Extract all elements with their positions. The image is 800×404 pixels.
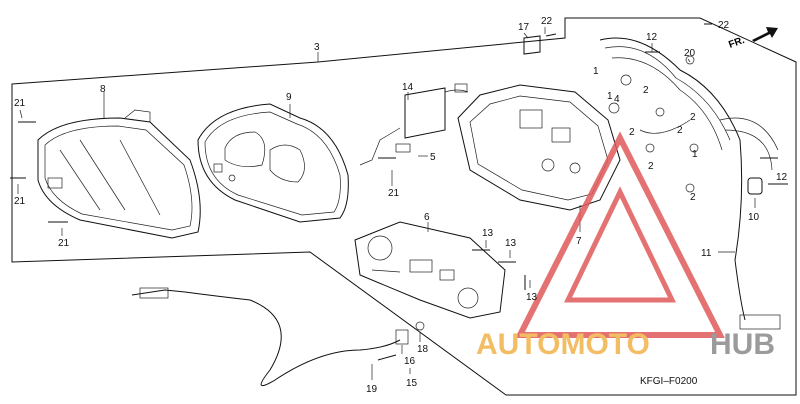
- screws: [10, 23, 788, 361]
- callout-4: 4: [614, 94, 620, 105]
- callout-3: 3: [314, 42, 320, 53]
- socket-bracket: [359, 83, 469, 166]
- callout-13: 13: [526, 292, 538, 303]
- front-label: FR.: [727, 35, 746, 51]
- front-arrow-icon: [752, 27, 778, 42]
- bracket-17: [523, 35, 541, 55]
- callout-2: 2: [629, 127, 635, 138]
- leader-lines: [17, 27, 756, 380]
- speedometer-cable: [131, 287, 425, 387]
- callout-labels: 1 1 1 2 2 2 2 2 2 3 4 5 6 7 8 9 10 11 12…: [14, 16, 788, 395]
- callout-19: 19: [366, 384, 378, 395]
- meter-bezel: [197, 103, 349, 223]
- meter-lens-cover: [37, 109, 201, 239]
- callout-15: 15: [406, 378, 418, 389]
- callout-7: 7: [576, 236, 582, 247]
- callout-21: 21: [14, 98, 26, 109]
- watermark-text-automoto: AUTOMOTO: [476, 328, 650, 361]
- callout-2: 2: [690, 192, 696, 203]
- callout-5: 5: [430, 152, 436, 163]
- grommet: [747, 177, 763, 195]
- callout-22: 22: [718, 20, 730, 31]
- front-direction-indicator: FR.: [727, 27, 778, 51]
- watermark-inner-triangle-icon: [564, 186, 676, 303]
- bulbs-and-sockets: [608, 55, 699, 193]
- callout-21: 21: [58, 238, 70, 249]
- callout-13: 13: [482, 228, 494, 239]
- callout-16: 16: [404, 356, 416, 367]
- watermark-logo: AUTOMOTO HUB: [476, 131, 775, 361]
- callout-1: 1: [593, 66, 599, 77]
- callout-17: 17: [518, 22, 530, 33]
- callout-2: 2: [677, 125, 683, 136]
- callout-14: 14: [402, 82, 414, 93]
- assembly-boundary: [11, 17, 797, 396]
- callout-1: 1: [607, 91, 613, 102]
- callout-9: 9: [286, 92, 292, 103]
- callout-12: 12: [776, 172, 788, 183]
- callout-20: 20: [684, 48, 696, 59]
- callout-2: 2: [690, 112, 696, 123]
- callout-21: 21: [14, 196, 26, 207]
- watermark-triangle-icon: [515, 131, 725, 338]
- callout-12: 12: [646, 32, 658, 43]
- watermark-text-hub: HUB: [710, 328, 775, 361]
- diagram-code: KFGI–F0200: [640, 376, 698, 387]
- wire-harness: [599, 37, 781, 330]
- callout-2: 2: [643, 85, 649, 96]
- callout-6: 6: [424, 212, 430, 223]
- callout-8: 8: [100, 84, 106, 95]
- callout-11: 11: [701, 248, 712, 259]
- callout-2: 2: [648, 161, 654, 172]
- callout-10: 10: [748, 212, 760, 223]
- callout-13: 13: [505, 238, 517, 249]
- callout-1: 1: [692, 149, 698, 160]
- gauge-board: [354, 221, 506, 319]
- callout-21: 21: [388, 188, 400, 199]
- callout-18: 18: [417, 344, 429, 355]
- callout-22: 22: [541, 16, 553, 27]
